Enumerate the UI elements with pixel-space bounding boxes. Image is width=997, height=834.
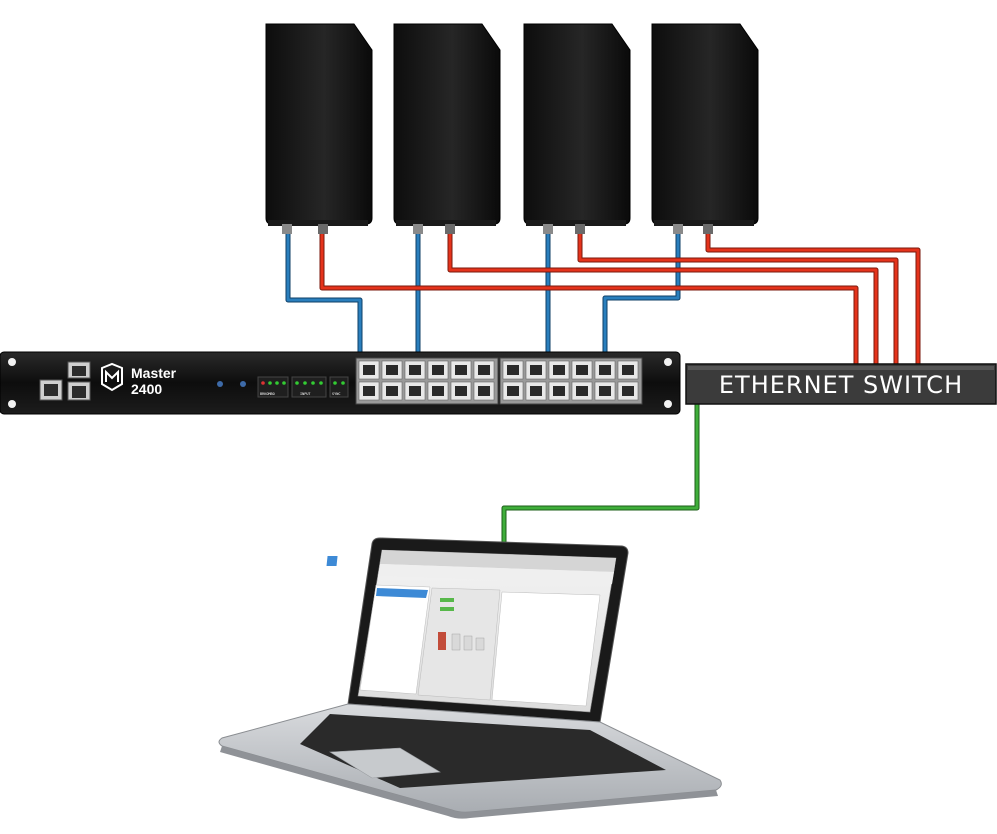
port-socket <box>622 365 634 375</box>
port-socket <box>386 386 398 396</box>
port-socket <box>599 365 611 375</box>
panel-label-2: INPUT <box>300 392 311 396</box>
port-socket <box>576 365 588 375</box>
blue-cable-4 <box>602 230 681 360</box>
camera-device-icon <box>265 23 373 234</box>
master-2400-unit: Master 2400 BRKOMBO INPUT SYNC <box>0 351 681 415</box>
port-socket <box>409 386 421 396</box>
panel-label-1: BRKOMBO <box>260 392 275 396</box>
network-port-icon <box>39 361 91 401</box>
port-socket <box>599 386 611 396</box>
port-socket <box>432 386 444 396</box>
green-cable <box>501 400 700 545</box>
port-socket <box>622 386 634 396</box>
camera-device-icon <box>523 23 631 234</box>
port-socket <box>553 365 565 375</box>
port-socket <box>530 365 542 375</box>
status-panel: BRKOMBO INPUT SYNC <box>257 376 349 398</box>
switch-label: ETHERNET SWITCH <box>719 371 963 399</box>
camera-device-icon <box>393 23 501 234</box>
port-socket <box>507 365 519 375</box>
port-socket <box>553 386 565 396</box>
port-socket <box>363 365 375 375</box>
port-socket <box>363 386 375 396</box>
master-logo-icon <box>101 362 123 392</box>
port-socket <box>455 386 467 396</box>
master-name: Master <box>131 365 177 381</box>
port-socket <box>409 365 421 375</box>
port-socket <box>507 386 519 396</box>
panel-label-3: SYNC <box>332 392 340 396</box>
port-socket <box>478 386 490 396</box>
cables <box>285 228 921 545</box>
port-socket <box>432 365 444 375</box>
laptop-icon <box>218 537 722 819</box>
port-socket <box>478 365 490 375</box>
port-socket <box>530 386 542 396</box>
master-model: 2400 <box>131 381 162 397</box>
port-banks <box>355 357 643 405</box>
ethernet-switch: ETHERNET SWITCH <box>685 363 997 405</box>
port-socket <box>386 365 398 375</box>
port-socket <box>576 386 588 396</box>
port-socket <box>455 365 467 375</box>
camera-device-icon <box>651 23 759 234</box>
